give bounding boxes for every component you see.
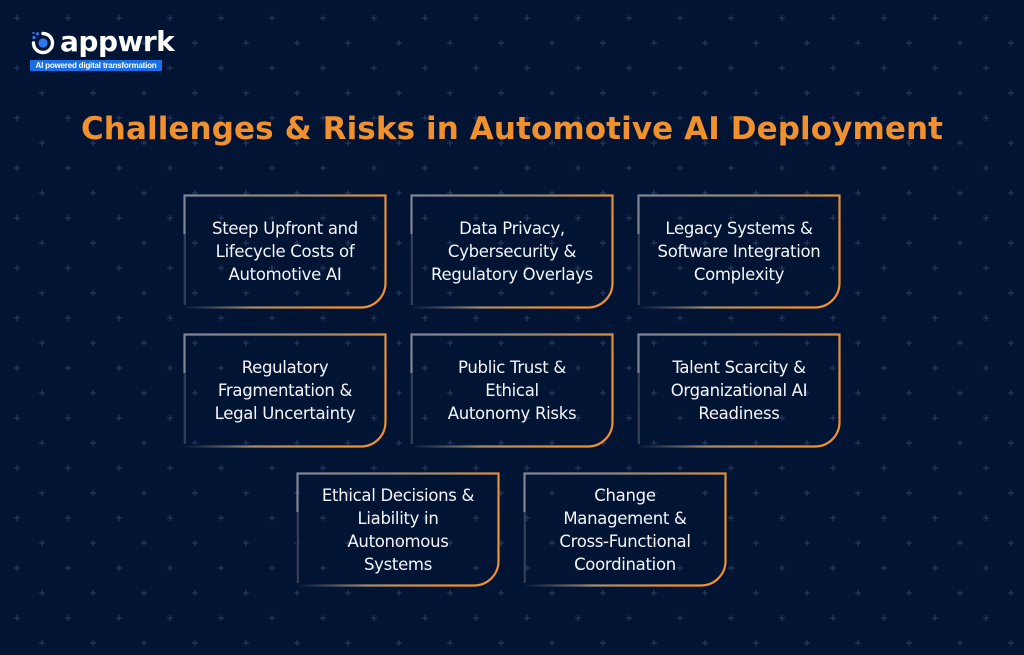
challenge-card: Regulatory Fragmentation & Legal Uncerta… bbox=[183, 333, 387, 448]
challenge-card: Public Trust & Ethical Autonomy Risks bbox=[410, 333, 614, 448]
challenge-card: Data Privacy, Cybersecurity & Regulatory… bbox=[410, 194, 614, 309]
card-frame bbox=[410, 194, 614, 309]
card-frame bbox=[523, 472, 727, 587]
appwrk-ring-dot-icon bbox=[31, 31, 55, 55]
card-frame bbox=[637, 333, 841, 448]
page-title: Challenges & Risks in Automotive AI Depl… bbox=[80, 111, 944, 147]
brand-tagline: AI powered digital transformation bbox=[30, 60, 162, 71]
brand-logo: appwrk AI powered digital transformation bbox=[30, 27, 175, 72]
card-frame bbox=[183, 333, 387, 448]
challenge-card: Legacy Systems & Software Integration Co… bbox=[637, 194, 841, 309]
challenge-card: Talent Scarcity & Organizational AI Read… bbox=[637, 333, 841, 448]
card-label: Steep Upfront and Lifecycle Costs of Aut… bbox=[212, 219, 358, 284]
card-frame bbox=[183, 194, 387, 309]
card-frame bbox=[410, 333, 614, 448]
card-label: Legacy Systems & Software Integration Co… bbox=[657, 219, 821, 284]
card-label: Change Management & Cross-Functional Coo… bbox=[559, 485, 691, 574]
card-label: Talent Scarcity & Organizational AI Read… bbox=[670, 358, 808, 423]
challenge-card: Change Management & Cross-Functional Coo… bbox=[523, 472, 727, 587]
card-label: Data Privacy, Cybersecurity & Regulatory… bbox=[431, 219, 593, 284]
card-frame bbox=[637, 194, 841, 309]
card-label: Regulatory Fragmentation & Legal Uncerta… bbox=[214, 358, 356, 423]
challenge-card: Ethical Decisions & Liability in Autonom… bbox=[296, 472, 500, 587]
card-label: Ethical Decisions & Liability in Autonom… bbox=[321, 485, 475, 574]
brand-name: appwrk bbox=[60, 25, 175, 58]
challenge-card: Steep Upfront and Lifecycle Costs of Aut… bbox=[183, 194, 387, 309]
card-frame bbox=[296, 472, 500, 587]
card-label: Public Trust & Ethical Autonomy Risks bbox=[447, 358, 577, 423]
